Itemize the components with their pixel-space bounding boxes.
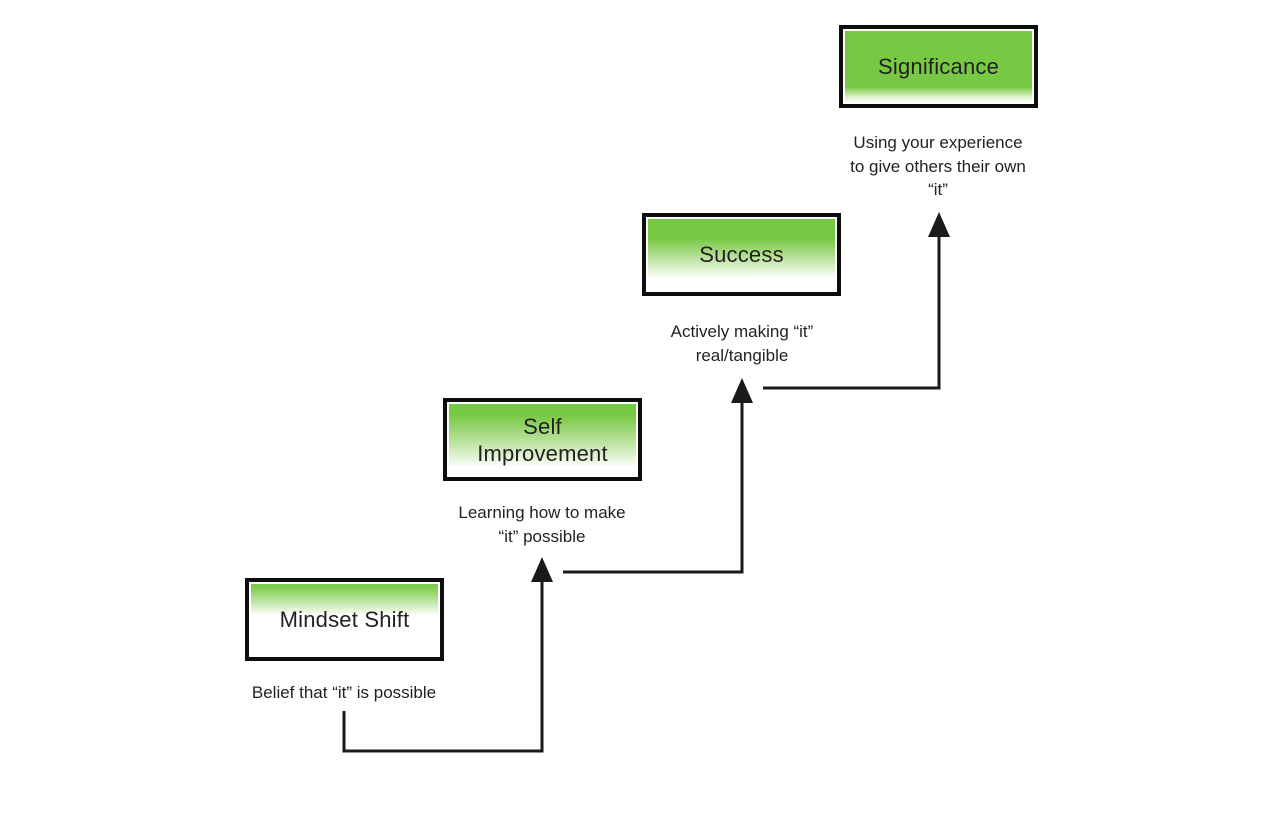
arrow-self-improvement-to-success bbox=[563, 378, 753, 574]
stage-label: Success bbox=[699, 242, 784, 267]
stage-label: Self bbox=[523, 413, 562, 439]
stage-box-mindset-shift: Mindset Shift bbox=[245, 578, 444, 661]
description-line: Belief that “it” is possible bbox=[251, 683, 437, 702]
description-line: Actively making “it” bbox=[670, 322, 814, 341]
description-line: Learning how to make bbox=[458, 503, 626, 522]
arrow-success-to-significance bbox=[763, 212, 950, 390]
arrowhead-icon bbox=[531, 557, 553, 582]
stage-label: Improvement bbox=[477, 440, 608, 466]
stage-label: Mindset Shift bbox=[279, 607, 410, 632]
arrowhead-icon bbox=[928, 212, 950, 237]
stage-description-mindset-shift: Belief that “it” is possible bbox=[214, 681, 474, 705]
description-line: to give others their own bbox=[850, 156, 1026, 176]
stage-description-success: Actively making “it” real/tangible bbox=[612, 320, 872, 367]
description-line: Using your experience bbox=[853, 133, 1023, 152]
stage-box-significance: Significance bbox=[839, 25, 1038, 108]
stage-box-self-improvement: Self Improvement bbox=[443, 398, 642, 481]
arrow-mindset-to-self-improvement bbox=[342, 557, 553, 753]
stage-description-self-improvement: Learning how to make “it” possible bbox=[412, 501, 672, 548]
stage-box-success: Success bbox=[642, 213, 841, 296]
description-line: “it” possible bbox=[498, 526, 586, 546]
description-line: real/tangible bbox=[695, 345, 789, 365]
description-line: “it” bbox=[928, 180, 948, 199]
stage-label: Significance bbox=[877, 54, 1000, 79]
stage-description-significance: Using your experience to give others the… bbox=[808, 131, 1068, 202]
arrowhead-icon bbox=[731, 378, 753, 403]
